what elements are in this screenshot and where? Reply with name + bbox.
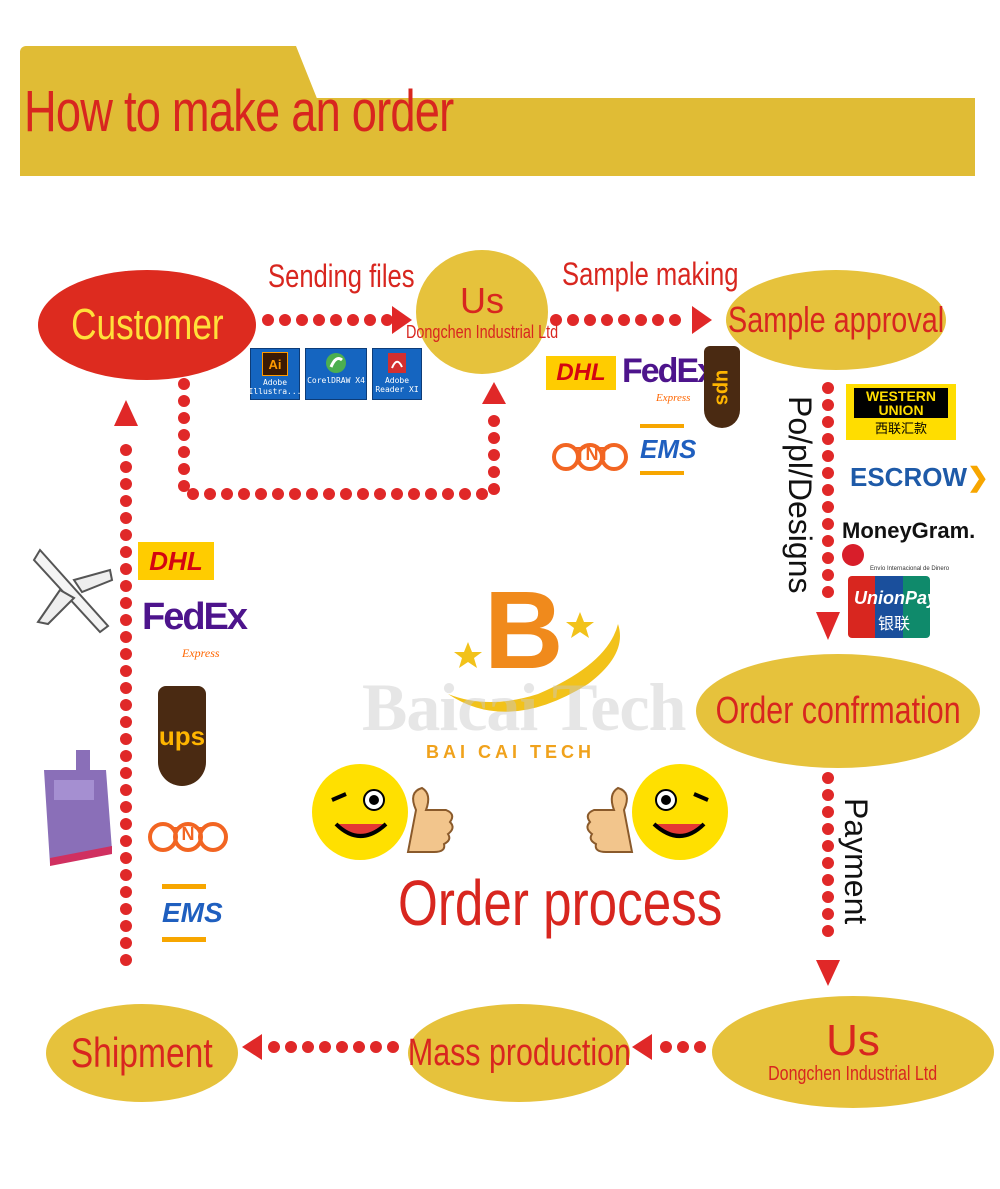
brand-emblem [448,612,620,712]
dhl-logo-top: DHL [546,356,616,390]
unionpay-red-band [848,576,876,638]
node-shipment: Shipment [46,1004,238,1102]
ems-logo-top-text: EMS [640,434,697,464]
escrow-logo: ESCROW❯ [850,462,989,493]
moneygram-text: MoneyGram. [842,518,976,543]
arrowhead-down-2 [816,960,840,986]
node-order-confirmation: Order confrmation [696,654,980,768]
node-order-confirmation-label: Order confrmation [715,689,961,732]
arrowhead-up-shipment [114,400,138,426]
arrowhead-up-loop [482,382,506,404]
western-union-text: WESTERN UNION [854,387,948,418]
tnt-logo-left-text: TNT [170,824,206,844]
node-us-top: Us Dongchen Industrial Ltd [406,250,558,374]
ems-logo-top: EMS [640,424,697,490]
app-acrobat-caption: Adobe Reader XI [375,376,419,394]
unionpay-green-band [902,576,930,638]
fedex-express-top: Express [656,392,691,404]
node-us-top-title: Us [460,279,504,321]
center-caption: Order process [398,867,723,939]
ups-logo-left: ups [158,686,206,786]
ems-top-bar [640,424,684,428]
dhl-logo-left: DHL [138,542,214,580]
node-shipment-label: Shipment [71,1029,213,1076]
node-mass-production-label: Mass production [407,1031,631,1074]
app-coreldraw-caption: CorelDRAW X4 [307,376,365,385]
brand-letter: B [484,569,564,692]
node-us-bottom: Us Dongchen Industrial Ltd [712,996,994,1108]
header-banner-tab [20,46,320,106]
arrowhead-right-2 [692,306,712,334]
arrowhead-down-1 [816,612,840,640]
arrowhead-left-2 [242,1034,262,1060]
arrowhead-right-1 [392,306,412,334]
node-us-bottom-subtitle: Dongchen Industrial Ltd [768,1062,938,1085]
header-banner [20,98,975,176]
node-mass-production: Mass production [407,1004,631,1102]
app-acrobat: Adobe Reader XI [372,348,422,400]
tnt-logo-left [148,822,228,852]
ems-left-bottom-bar [162,937,206,942]
thumbs-up-smiley-left-icon [312,764,454,860]
ship-icon [44,750,112,866]
node-sample-approval: Sample approval [726,270,946,370]
app-illustrator: Ai Adobe Illustra... [248,348,302,400]
unionpay-cn: 银联 [878,614,911,633]
ems-logo-left: EMS [162,884,223,956]
loop-customer-to-us [178,378,500,500]
ups-logo-top: ups [704,346,740,428]
brand-watermark: Baicai Tech [362,669,686,745]
flow-label-payment: Payment [838,798,874,925]
node-customer: Customer [38,270,256,380]
tnt-logo-top [552,432,628,482]
coreldraw-icon [324,352,348,374]
airplane-icon [32,548,114,634]
page-title: How to make an order [24,79,454,144]
arrowhead-left-1 [632,1034,652,1060]
flow-label-sending-files-text: Sending files [268,258,415,294]
node-us-top-subtitle: Dongchen Industrial Ltd [405,321,559,342]
fedex-express-left: Express [182,646,220,660]
tnt-icon-top [552,443,628,471]
western-union-cn: 西联汇款 [874,421,927,437]
flow-label-po-designs: Po/pl/Designs [782,396,818,594]
unionpay-blue-band [875,576,903,638]
flow-label-sending-files: Sending files [268,258,451,295]
flow-label-sample-making: Sample making [562,256,783,293]
tnt-logo-top-text: TNT [574,444,610,464]
fedex-logo-top-text: FedEx [622,352,716,390]
app-coreldraw: CorelDRAW X4 [305,348,367,400]
moneygram-logo: MoneyGram. Envío Internacional de Dinero [842,518,1000,572]
unionpay-logo [848,576,930,638]
flow-label-sample-making-text: Sample making [562,256,739,292]
escrow-swoosh-icon: ❯ [967,462,989,492]
fedex-logo-left: FedEx [142,596,248,638]
node-customer-label: Customer [70,300,224,349]
western-union-logo: WESTERN UNION 西联汇款 [846,384,956,440]
ems-bottom-bar [640,471,684,475]
node-us-bottom-title: Us [826,1015,880,1065]
ems-logo-left-text: EMS [162,897,223,928]
brand-name: BAI CAI TECH [426,742,595,762]
ups-logo-top-text: ups [711,369,734,405]
moneygram-subtitle: Envío Internacional de Dinero [870,566,950,572]
app-illustrator-caption: Adobe Illustra... [248,378,302,396]
thumbs-up-smiley-right-icon [586,764,728,860]
design-apps-strip: Ai Adobe Illustra... CorelDRAW X4 Adobe … [248,348,424,400]
fedex-logo-top: FedEx [622,352,716,391]
ems-left-top-bar [162,884,206,889]
acrobat-icon [385,352,409,374]
moneygram-globe-icon [842,544,864,566]
unionpay-text: UnionPay [854,588,938,608]
illustrator-icon: Ai [262,352,288,376]
node-sample-approval-label: Sample approval [727,299,945,340]
ups-logo-left-text: ups [158,720,206,751]
escrow-logo-text: ESCROW [850,462,967,492]
